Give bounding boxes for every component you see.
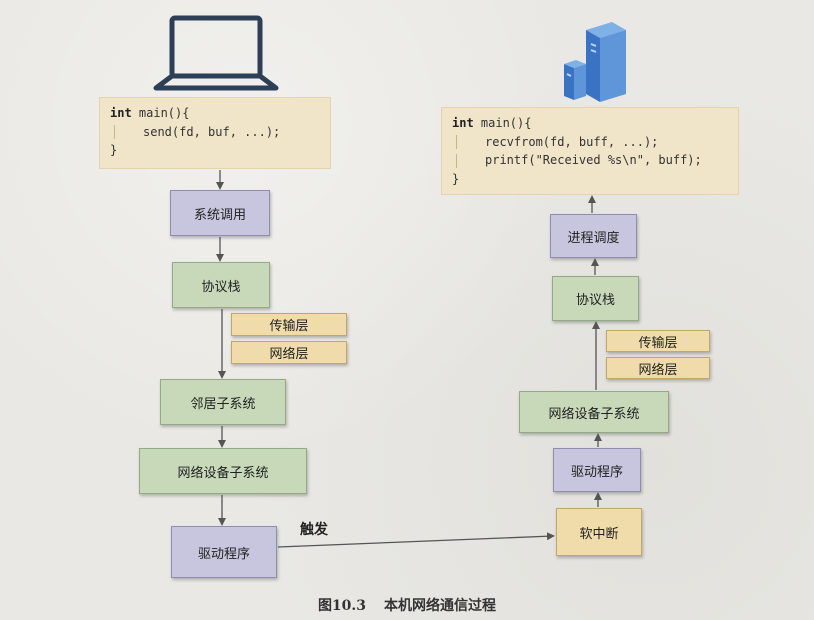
right-driver-box: 驱动程序 bbox=[553, 448, 641, 492]
left-neighbor-subsystem-box: 邻居子系统 bbox=[160, 379, 286, 425]
left-network-layer-box: 网络层 bbox=[231, 341, 347, 364]
code-line-close-brace: } bbox=[452, 171, 460, 186]
code-line-recvfrom: recvfrom(fd, buff, ...); bbox=[485, 134, 659, 149]
right-transport-layer-box: 传输层 bbox=[606, 330, 710, 352]
right-network-layer-box: 网络层 bbox=[606, 357, 710, 379]
figure-title: 本机网络通信过程 bbox=[384, 598, 497, 614]
left-transport-layer-box: 传输层 bbox=[231, 313, 347, 336]
right-protocol-stack-box: 协议栈 bbox=[552, 276, 639, 321]
code-line-main: main(){ bbox=[473, 116, 532, 130]
right-netdev-subsystem-box: 网络设备子系统 bbox=[519, 391, 669, 433]
left-driver-box: 驱动程序 bbox=[171, 526, 277, 578]
figure-number: 图10.3 bbox=[317, 598, 367, 614]
code-keyword: int bbox=[110, 106, 132, 120]
code-line-send: send(fd, buf, ...); bbox=[143, 124, 281, 139]
trigger-label: 触发 bbox=[300, 522, 328, 538]
figure-caption: 图10.3 本机网络通信过程 bbox=[0, 595, 814, 615]
right-process-scheduling-box: 进程调度 bbox=[550, 214, 637, 258]
code-keyword: int bbox=[452, 116, 474, 130]
receiver-code-block: int main(){ recvfrom(fd, buff, ...); pri… bbox=[441, 107, 739, 195]
sender-code-block: int main(){ send(fd, buf, ...); } bbox=[99, 97, 331, 169]
left-protocol-stack-box: 协议栈 bbox=[172, 262, 270, 308]
server-icon bbox=[564, 22, 626, 102]
code-line-printf: printf("Received %s\n", buff); bbox=[485, 153, 702, 168]
laptop-icon bbox=[153, 15, 279, 91]
left-netdev-subsystem-box: 网络设备子系统 bbox=[139, 448, 307, 494]
code-line-main: main(){ bbox=[131, 106, 190, 120]
left-syscall-box: 系统调用 bbox=[170, 190, 270, 236]
right-softirq-box: 软中断 bbox=[556, 508, 642, 556]
code-line-close-brace: } bbox=[110, 143, 118, 158]
